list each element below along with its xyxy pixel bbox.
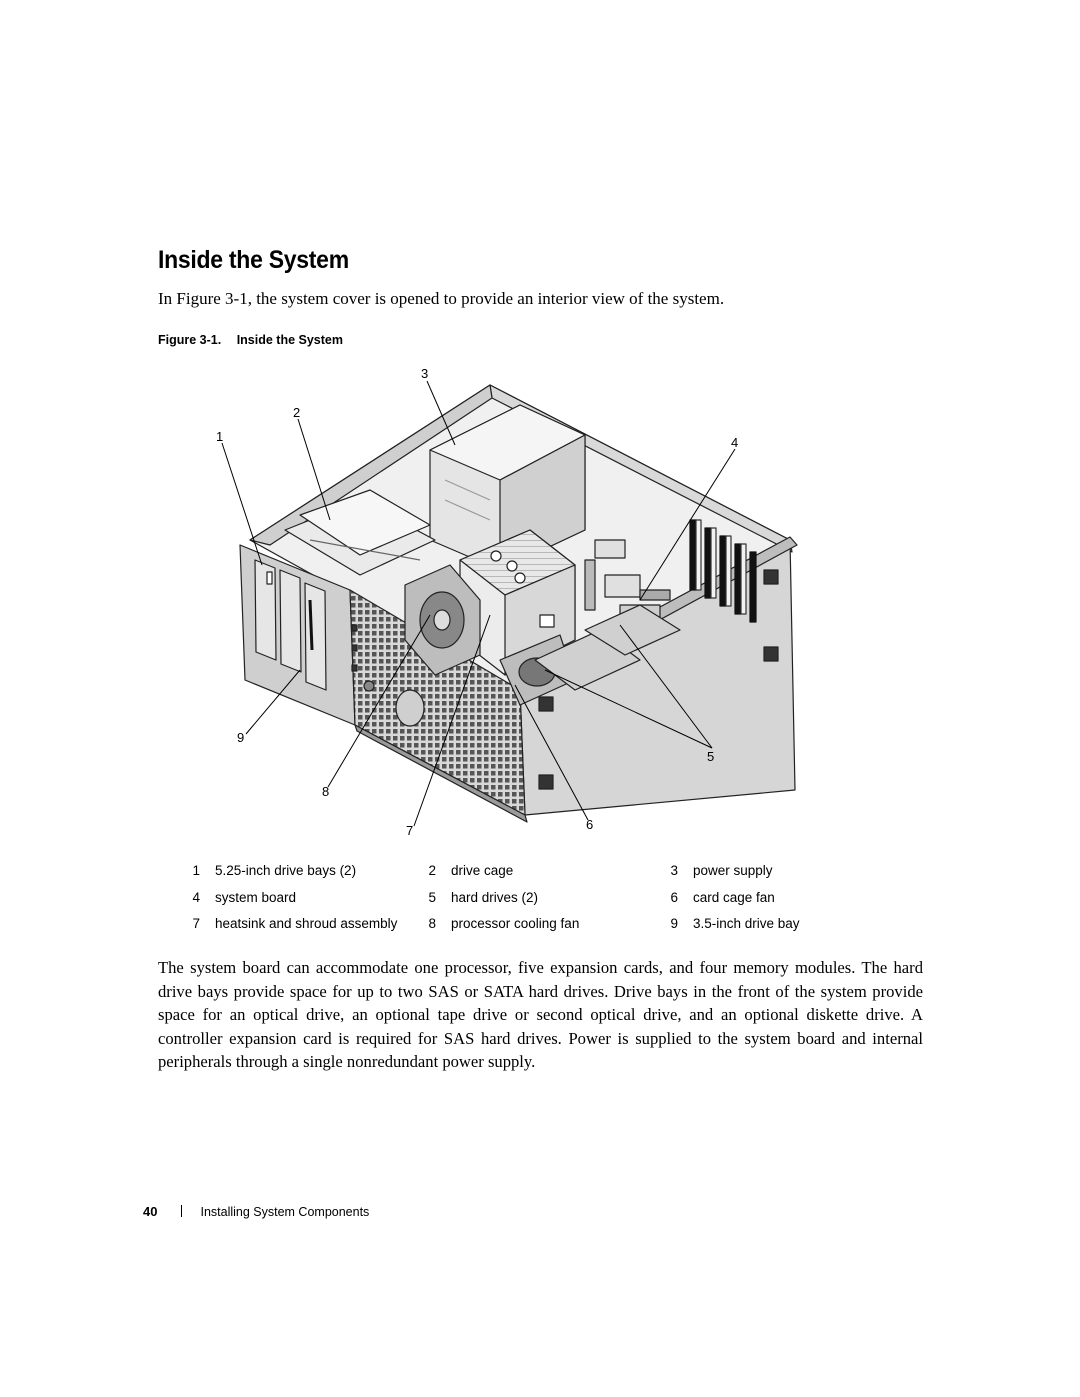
legend-number: 9: [670, 916, 678, 931]
chapter-title: Installing System Components: [200, 1205, 370, 1219]
system-interior-illustration: 1 2 3 4 5 6 7 8 9: [216, 366, 798, 838]
legend-item: 1 5.25-inch drive bays (2): [182, 863, 356, 878]
legend-number: 7: [192, 916, 200, 931]
legend-label: card cage fan: [693, 889, 775, 905]
legend-item: 2 drive cage: [418, 863, 513, 878]
legend-row: 4 system board 5 hard drives (2) 6 card cag…: [182, 890, 862, 917]
legend-number: 4: [192, 889, 200, 905]
callout-3: 3: [421, 366, 428, 381]
legend-item: 7 heatsink and shroud assembly: [182, 916, 397, 931]
legend-label: heatsink and shroud assembly: [215, 916, 398, 931]
callout-8: 8: [322, 784, 329, 799]
legend-label: power supply: [693, 863, 773, 878]
callout-7: 7: [406, 823, 413, 838]
page-footer: 40 Installing System Components: [143, 1204, 369, 1219]
legend-item: 3 power supply: [660, 863, 773, 878]
legend-number: 3: [670, 863, 678, 878]
callout-leader-lines: [221, 380, 736, 827]
legend-number: 8: [428, 916, 436, 931]
legend-label: 5.25-inch drive bays (2): [215, 863, 357, 878]
legend-number: 6: [670, 889, 678, 905]
legend-number: 1: [192, 863, 200, 878]
figure-caption-title: Inside the System: [236, 333, 343, 347]
chassis-drawing: [239, 384, 798, 823]
legend-item: 8 processor cooling fan: [418, 916, 579, 931]
callout-4: 4: [731, 435, 738, 450]
callout-1: 1: [216, 429, 223, 444]
callout-6: 6: [586, 817, 593, 832]
legend-item: 9 3.5-inch drive bay: [660, 916, 800, 931]
legend-label: processor cooling fan: [451, 916, 580, 931]
page-number: 40: [143, 1204, 158, 1219]
figure-caption-number: Figure 3-1.: [158, 333, 222, 347]
legend-label: system board: [215, 889, 297, 905]
callout-2: 2: [293, 405, 300, 420]
callout-5: 5: [707, 749, 714, 764]
legend-label: drive cage: [451, 863, 514, 878]
footer-divider: [181, 1205, 183, 1217]
legend-label: hard drives (2): [451, 889, 539, 905]
figure-caption: Figure 3-1. Inside the System: [158, 333, 343, 347]
legend-number: 2: [428, 863, 436, 878]
legend-row: 7 heatsink and shroud assembly 8 processor…: [182, 916, 862, 943]
legend-number: 5: [428, 889, 436, 905]
callout-9: 9: [237, 730, 244, 745]
body-paragraph: The system board can accommodate one pro…: [158, 958, 923, 1072]
section-heading: Inside the System: [158, 246, 349, 274]
legend-label: 3.5-inch drive bay: [693, 916, 800, 931]
legend-item: 5 hard drives (2): [418, 890, 538, 905]
legend-item: 4 system board: [182, 890, 296, 905]
legend-item: 6 card cage fan: [660, 889, 775, 905]
intro-paragraph: In Figure 3-1, the system cover is opene…: [158, 289, 725, 308]
